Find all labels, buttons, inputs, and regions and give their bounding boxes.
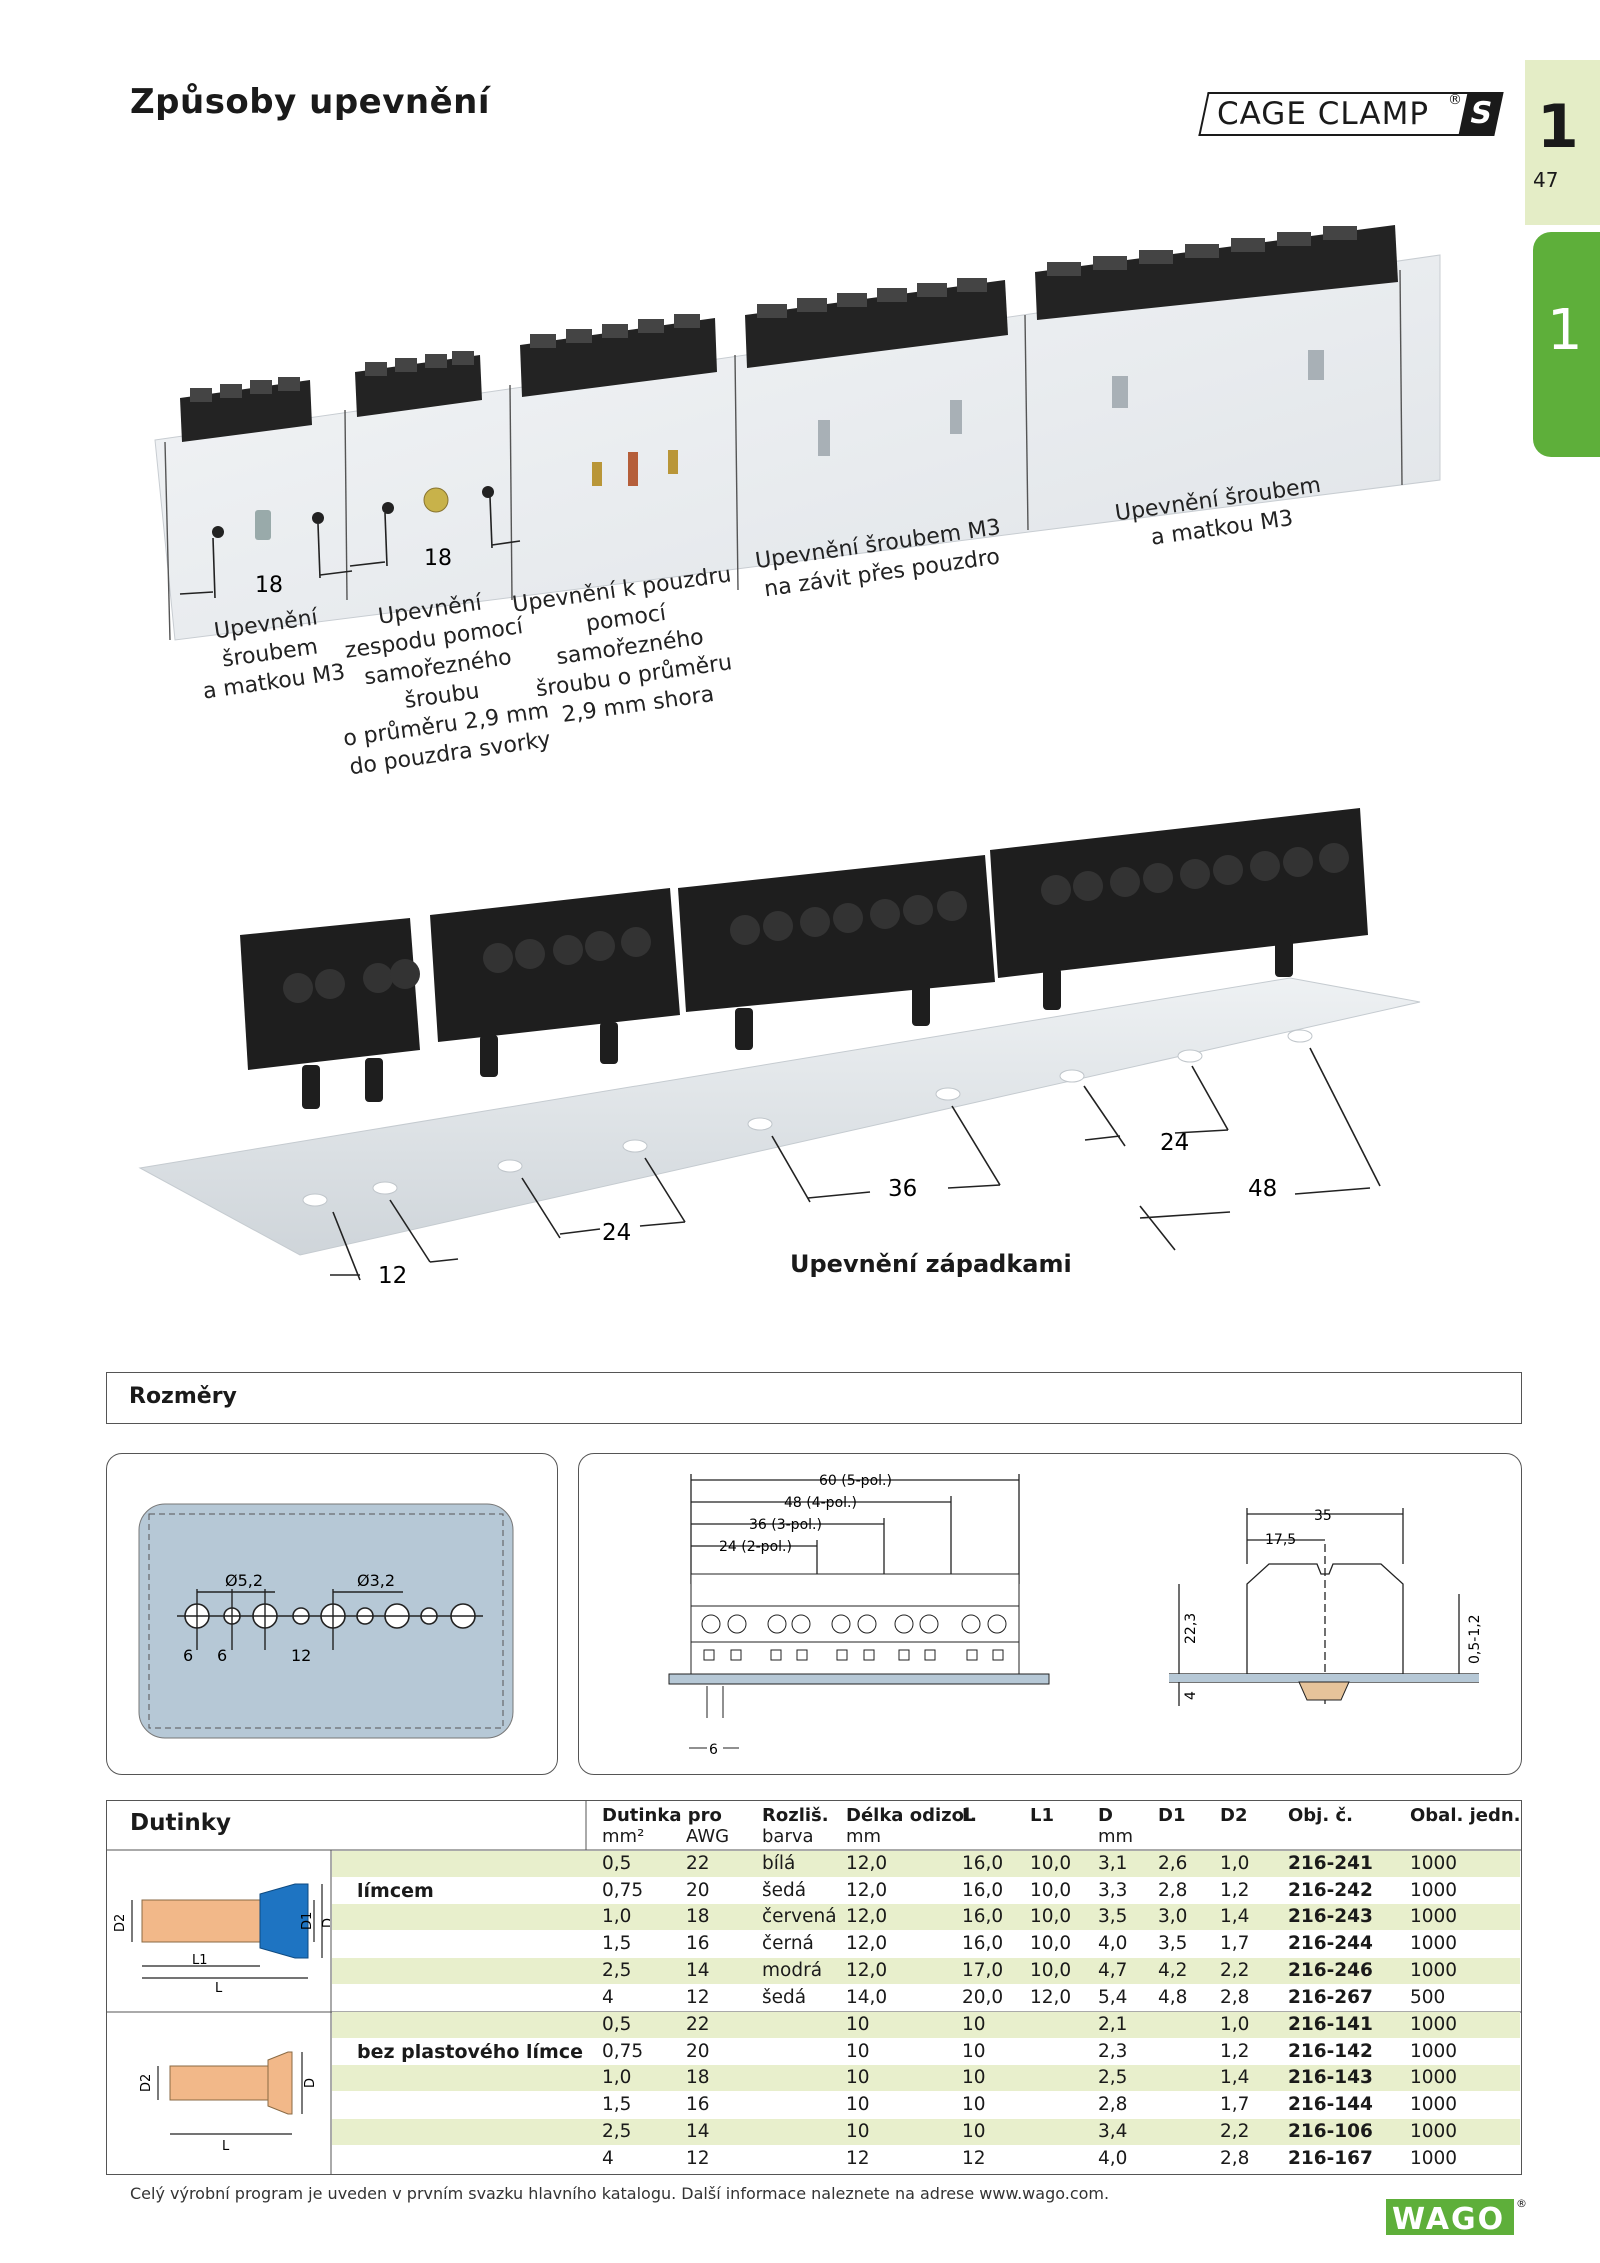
ferrules-table xyxy=(106,1800,1522,2175)
dim-18-b: 18 xyxy=(424,546,452,571)
section-title: Rozměry xyxy=(129,1384,237,1409)
hdr-awg: AWG xyxy=(686,1826,730,1847)
spacing-12: 12 xyxy=(291,1646,311,1665)
section-dimensions: Rozměry xyxy=(106,1372,1522,1424)
table-title: Dutinky xyxy=(130,1810,232,1836)
rail-dim-24: 24 xyxy=(602,1220,631,1246)
hdr-D2: D2 xyxy=(1220,1805,1248,1826)
group1-label: Dutinky s plastovým límcem xyxy=(357,1854,576,1902)
hdr-L: L xyxy=(962,1805,974,1826)
hdr-barva: barva xyxy=(762,1826,814,1847)
width-5pol: 60 (5-pol.) xyxy=(819,1473,892,1489)
group2-label: Dutinky bez plastového límce xyxy=(357,2015,583,2063)
fig2-d2: D2 xyxy=(139,2074,154,2092)
rail-dim-12: 12 xyxy=(378,1263,407,1289)
spacing-6b: 6 xyxy=(217,1646,227,1665)
ferrule-with-collar-figure: D2 D1 D L1 L xyxy=(113,1883,330,1996)
rail-dim-36: 36 xyxy=(888,1176,917,1202)
rail-dim-48: 48 xyxy=(1248,1176,1277,1202)
latch-block-2pol xyxy=(240,918,420,1109)
fig1-l1: L1 xyxy=(192,1953,208,1968)
fig1-d2: D2 xyxy=(113,1914,128,1932)
hdr-delka: Délka odizol. xyxy=(846,1805,977,1826)
terminal-block-1 xyxy=(180,377,312,442)
fig2-d: D xyxy=(303,2078,318,2088)
dim-box-right: 60 (5-pol.) 48 (4-pol.) 36 (3-pol.) 24 (… xyxy=(578,1453,1522,1775)
profile-half-17-5: 17,5 xyxy=(1265,1532,1296,1548)
fig1-l: L xyxy=(215,1981,223,1996)
hole-pattern-drawing: Ø5,2 Ø3,2 6 6 12 xyxy=(138,1503,514,1739)
footer-note: Celý výrobní program je uveden v prvním … xyxy=(130,2184,1110,2203)
page-number: 47 xyxy=(1533,168,1559,192)
din-rail xyxy=(138,977,1421,1256)
latch-block-3pol xyxy=(430,888,680,1077)
fig2-l: L xyxy=(222,2139,230,2154)
hdr-D1: D1 xyxy=(1158,1805,1186,1826)
latch-caption: Upevnění západkami xyxy=(790,1250,1072,1278)
width-2pol: 24 (2-pol.) xyxy=(719,1539,792,1555)
latch-block-5pol xyxy=(990,808,1368,1010)
mounting-illustration: 18 18 12 24 36 24 xyxy=(138,225,1441,1289)
terminal-block-5 xyxy=(1035,225,1398,320)
hdr-obal: Obal. jedn. xyxy=(1410,1805,1521,1826)
wago-logo-reg: ® xyxy=(1516,2197,1526,2210)
profile-rail-thickness: 0,5-1,2 xyxy=(1467,1614,1483,1664)
hdr-rozlis: Rozliš. xyxy=(762,1805,829,1826)
hdr-delka-mm: mm xyxy=(846,1826,882,1847)
pitch-6: 6 xyxy=(709,1742,718,1758)
hole-dia-5-2: Ø5,2 xyxy=(225,1571,263,1590)
profile-height-22-3: 22,3 xyxy=(1183,1613,1199,1644)
ferrule-without-collar-figure: D2 D L xyxy=(139,2051,318,2154)
chapter-number: 1 xyxy=(1537,92,1579,162)
width-4pol: 48 (4-pol.) xyxy=(784,1495,857,1511)
terminal-block-4 xyxy=(745,278,1008,368)
wago-logo: WAGO ® xyxy=(1386,2193,1527,2243)
terminal-block-2 xyxy=(355,351,482,417)
profile-base-4: 4 xyxy=(1183,1691,1199,1700)
chapter-marker: 1 47 xyxy=(1525,60,1600,225)
rail-dim-24b: 24 xyxy=(1160,1130,1189,1156)
terminal-block-3 xyxy=(520,314,717,397)
chapter-tab[interactable]: 1 xyxy=(1533,232,1600,457)
dim-box-left: Ø5,2 Ø3,2 6 6 12 xyxy=(106,1453,558,1775)
fig1-d: D xyxy=(321,1918,330,1928)
page-title: Způsoby upevnění xyxy=(130,82,491,122)
block-dimension-drawing: 60 (5-pol.) 48 (4-pol.) 36 (3-pol.) 24 (… xyxy=(668,1473,1483,1758)
mounting-screws xyxy=(212,350,1324,540)
wago-logo-text: WAGO xyxy=(1392,2202,1505,2237)
dim-18-a: 18 xyxy=(255,573,283,598)
hdr-L1: L1 xyxy=(1030,1805,1054,1826)
fig1-d1: D1 xyxy=(300,1912,315,1930)
spacing-6a: 6 xyxy=(183,1646,193,1665)
hole-dia-3-2: Ø3,2 xyxy=(357,1571,395,1590)
latch-block-4pol xyxy=(678,855,995,1050)
chapter-tab-label: 1 xyxy=(1547,298,1583,363)
profile-width-35: 35 xyxy=(1314,1508,1332,1524)
hdr-mm2: mm² xyxy=(602,1826,645,1847)
width-3pol: 36 (3-pol.) xyxy=(749,1517,822,1533)
hdr-D-mm: mm xyxy=(1098,1826,1134,1847)
hdr-D: D xyxy=(1098,1805,1113,1826)
hdr-pro: Dutinka pro xyxy=(602,1805,722,1826)
hdr-obj: Obj. č. xyxy=(1288,1805,1353,1826)
